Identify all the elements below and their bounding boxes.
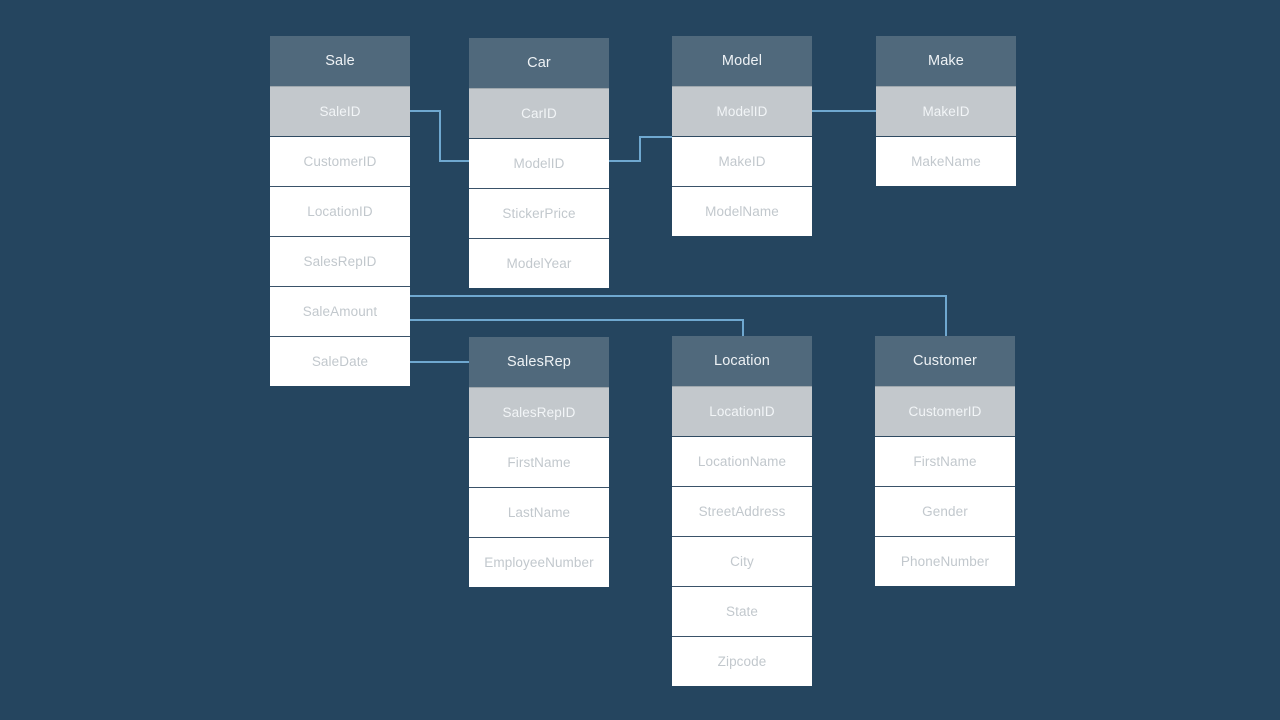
connector-sale-customer	[409, 295, 947, 339]
field-model-modelid[interactable]: ModelID	[672, 86, 812, 136]
field-customer-phonenumber[interactable]: PhoneNumber	[875, 536, 1015, 586]
entity-header-salesrep: SalesRep	[469, 337, 609, 387]
field-sale-saleid[interactable]: SaleID	[270, 86, 410, 136]
field-customer-customerid[interactable]: CustomerID	[875, 386, 1015, 436]
field-sale-saledate[interactable]: SaleDate	[270, 336, 410, 386]
field-car-carid[interactable]: CarID	[469, 88, 609, 138]
field-location-streetaddress[interactable]: StreetAddress	[672, 486, 812, 536]
field-car-modelyear[interactable]: ModelYear	[469, 238, 609, 288]
field-sale-saleamount[interactable]: SaleAmount	[270, 286, 410, 336]
field-model-makeid[interactable]: MakeID	[672, 136, 812, 186]
field-location-zipcode[interactable]: Zipcode	[672, 636, 812, 686]
entity-header-make: Make	[876, 36, 1016, 86]
connector-sale-car	[409, 110, 471, 162]
field-salesrep-firstname[interactable]: FirstName	[469, 437, 609, 487]
field-car-stickerprice[interactable]: StickerPrice	[469, 188, 609, 238]
field-location-locationname[interactable]: LocationName	[672, 436, 812, 486]
field-customer-firstname[interactable]: FirstName	[875, 436, 1015, 486]
field-sale-salesrepid[interactable]: SalesRepID	[270, 236, 410, 286]
field-make-makename[interactable]: MakeName	[876, 136, 1016, 186]
field-location-state[interactable]: State	[672, 586, 812, 636]
entity-header-customer: Customer	[875, 336, 1015, 386]
entity-header-sale: Sale	[270, 36, 410, 86]
field-salesrep-salesrepid[interactable]: SalesRepID	[469, 387, 609, 437]
field-sale-customerid[interactable]: CustomerID	[270, 136, 410, 186]
field-salesrep-lastname[interactable]: LastName	[469, 487, 609, 537]
field-make-makeid[interactable]: MakeID	[876, 86, 1016, 136]
entity-header-car: Car	[469, 38, 609, 88]
field-sale-locationid[interactable]: LocationID	[270, 186, 410, 236]
field-location-city[interactable]: City	[672, 536, 812, 586]
field-customer-gender[interactable]: Gender	[875, 486, 1015, 536]
entity-header-location: Location	[672, 336, 812, 386]
entity-header-model: Model	[672, 36, 812, 86]
field-car-modelid[interactable]: ModelID	[469, 138, 609, 188]
field-salesrep-employeenumber[interactable]: EmployeeNumber	[469, 537, 609, 587]
field-location-locationid[interactable]: LocationID	[672, 386, 812, 436]
field-model-modelname[interactable]: ModelName	[672, 186, 812, 236]
connector-car-model	[609, 136, 673, 162]
